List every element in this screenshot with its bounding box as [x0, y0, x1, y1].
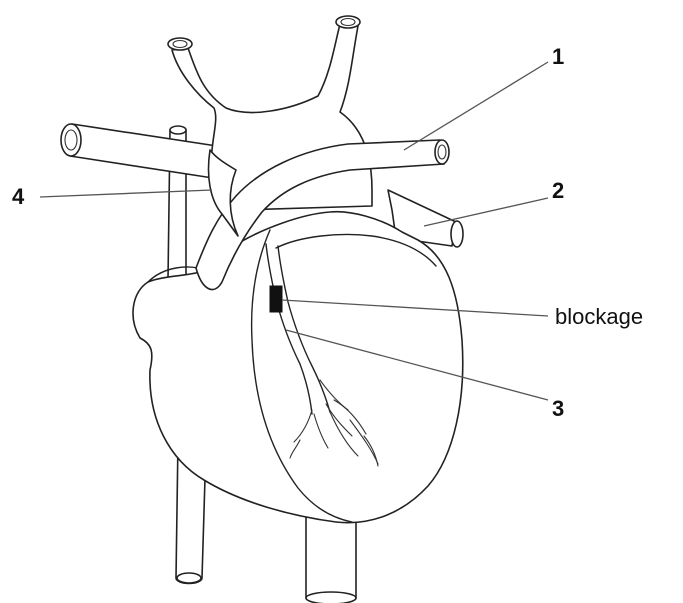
label-4: 4 [12, 184, 25, 209]
blockage-marker [270, 286, 282, 312]
leader-line-2 [424, 198, 548, 226]
label-1: 1 [552, 44, 564, 69]
label-3: 3 [552, 396, 564, 421]
left-horizontal-vessel [61, 124, 230, 180]
label-2: 2 [552, 178, 564, 203]
leader-line-1 [404, 62, 548, 150]
label-blockage: blockage [555, 304, 643, 329]
